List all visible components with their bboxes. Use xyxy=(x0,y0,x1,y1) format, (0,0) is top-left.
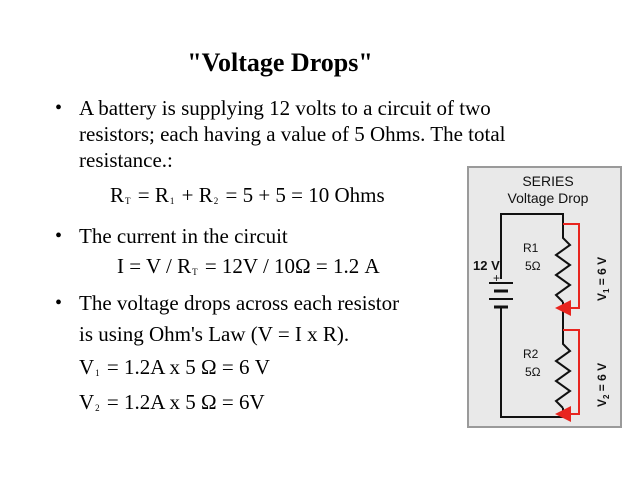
bullet-1-line-3: resistance.: xyxy=(79,148,173,172)
v1-label-rest: = 6 V xyxy=(595,257,609,289)
eq-text: V xyxy=(79,355,95,379)
v2-arrow-icon xyxy=(555,329,580,422)
v2-label-sub: 2 xyxy=(602,394,611,399)
bullet-1-line-1: A battery is supplying 12 volts to a cir… xyxy=(79,96,491,120)
v2-label-main: V xyxy=(595,399,609,407)
eq-text: = 1.2A x 5 Ω = 6 V xyxy=(101,355,270,379)
eq-subscript: 2 xyxy=(213,196,219,206)
equation-v2: V2 = 1.2A x 5 Ω = 6V xyxy=(79,390,265,420)
series-circuit-diagram: SERIES Voltage Drop 12 V + R1 5Ω R2 5Ω xyxy=(467,166,622,428)
eq-text: = 5 + 5 = 10 Ohms xyxy=(220,183,385,207)
eq-subscript: T xyxy=(125,196,131,206)
equation-v1: V1 = 1.2A x 5 Ω = 6 V xyxy=(79,355,270,385)
bullet-2-line-1: The current in the circuit xyxy=(79,224,288,248)
v1-label-sub: 1 xyxy=(602,288,611,293)
v2-label-rest: = 6 V xyxy=(595,363,609,395)
eq-text: R xyxy=(110,183,125,207)
eq-subscript: 2 xyxy=(95,403,100,413)
v1-label: V1 = 6 V xyxy=(595,257,611,301)
diagram-frame xyxy=(467,166,622,428)
eq-subscript: T xyxy=(192,267,198,277)
bullet-2: • xyxy=(55,225,63,247)
bullet-1-line-2: resistors; each having a value of 5 Ohms… xyxy=(79,122,506,146)
r2-name: R2 xyxy=(523,347,539,361)
resistor-r1-icon xyxy=(554,232,572,303)
diagram-title-1: SERIES xyxy=(522,173,573,189)
bullet-3-line-1: The voltage drops across each resistor xyxy=(79,291,400,315)
battery-label: 12 V xyxy=(473,258,500,273)
eq-text: = 1.2A x 5 Ω = 6V xyxy=(101,390,265,414)
eq-text: V xyxy=(79,390,95,414)
eq-text: I = V / R xyxy=(117,254,192,278)
bullet-1: • xyxy=(55,97,63,119)
equation-total-resistance: RT = R1 + R2 = 5 + 5 = 10 Ohms xyxy=(110,183,385,213)
v1-label-main: V xyxy=(595,293,609,301)
eq-text: = R xyxy=(132,183,169,207)
r1-value: 5Ω xyxy=(525,259,541,273)
eq-text: + R xyxy=(176,183,213,207)
v2-label: V2 = 6 V xyxy=(595,363,611,407)
diagram-title-2: Voltage Drop xyxy=(508,190,589,206)
bullet-3-line-2: is using Ohm's Law (V = I x R). xyxy=(79,322,350,346)
battery-icon xyxy=(489,282,513,315)
r2-value: 5Ω xyxy=(525,365,541,379)
r1-name: R1 xyxy=(523,241,539,255)
resistor-r2-icon xyxy=(554,338,572,409)
eq-text: = 12V / 10Ω = 1.2 A xyxy=(199,254,380,278)
equation-current: I = V / RT = 12V / 10Ω = 1.2 A xyxy=(117,254,380,284)
v1-arrow-icon xyxy=(555,223,580,316)
eq-subscript: 1 xyxy=(95,368,100,378)
eq-subscript: 1 xyxy=(169,196,175,206)
slide-title: "Voltage Drops" xyxy=(187,48,373,77)
bullet-3: • xyxy=(55,292,63,314)
battery-plus: + xyxy=(493,271,500,285)
